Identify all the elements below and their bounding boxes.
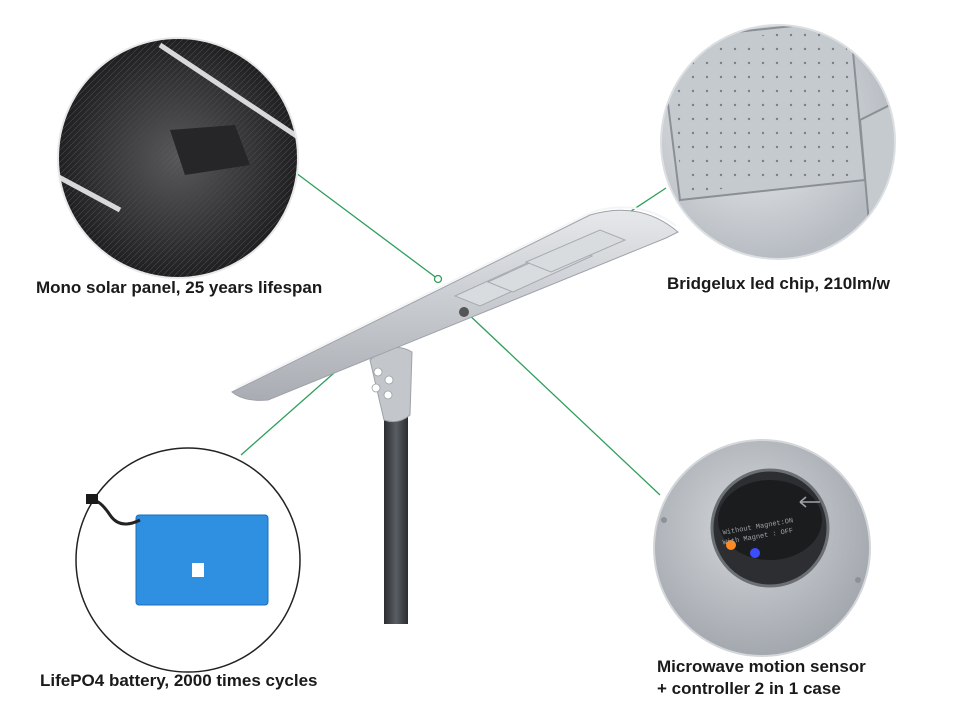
solar-panel-detail bbox=[57, 37, 299, 279]
sensor-caption-line2: + controller 2 in 1 case bbox=[657, 679, 841, 698]
leader-line-sensor bbox=[465, 311, 661, 496]
leader-lines bbox=[240, 169, 667, 496]
led-panel-3 bbox=[524, 229, 627, 273]
battery-caption: LifePO4 battery, 2000 times cycles bbox=[40, 671, 318, 690]
leader-dot-solar bbox=[433, 274, 443, 284]
led-chip-caption: Bridgelux led chip, 210lm/w bbox=[667, 274, 890, 293]
battery-pack bbox=[135, 514, 269, 606]
sensor-led-blue bbox=[750, 548, 760, 558]
solar-bus-line bbox=[58, 172, 122, 213]
sensor-detail-ring bbox=[653, 439, 871, 657]
battery-detail bbox=[75, 447, 301, 673]
screw-icon bbox=[661, 517, 667, 523]
led-grid bbox=[665, 27, 858, 193]
bracket-hole bbox=[373, 367, 383, 377]
leader-line-solar bbox=[291, 169, 439, 280]
solar-cell-notch bbox=[170, 125, 250, 175]
pole bbox=[384, 392, 408, 624]
bracket-hole bbox=[371, 383, 381, 393]
screw-icon bbox=[855, 577, 861, 583]
sensor-detail: Without Magnet:ON With Magnet : OFF bbox=[653, 439, 871, 657]
battery-label bbox=[192, 563, 204, 577]
solar-panel-caption: Mono solar panel, 25 years lifespan bbox=[36, 278, 323, 297]
sensor-caption-line1: Microwave motion sensor bbox=[657, 657, 866, 676]
sensor-led-orange bbox=[726, 540, 736, 550]
arrow-left-icon bbox=[799, 496, 820, 508]
solar-bus-line bbox=[158, 42, 298, 148]
bracket-holes bbox=[371, 367, 394, 400]
solar-detail-ring bbox=[57, 37, 299, 279]
bracket-hole bbox=[383, 390, 393, 400]
led-chip-detail bbox=[660, 24, 896, 260]
led-panels bbox=[453, 229, 627, 307]
light-housing-top-edge bbox=[235, 206, 677, 389]
sensor-spot bbox=[459, 307, 469, 317]
sensor-caption: Microwave motion sensor + controller 2 i… bbox=[657, 656, 866, 700]
street-light bbox=[231, 206, 679, 624]
solar-texture bbox=[58, 38, 298, 278]
led-detail-ring bbox=[660, 24, 896, 260]
sensor-face bbox=[718, 480, 822, 560]
bracket-hole bbox=[384, 375, 394, 385]
battery-connector bbox=[86, 494, 98, 504]
